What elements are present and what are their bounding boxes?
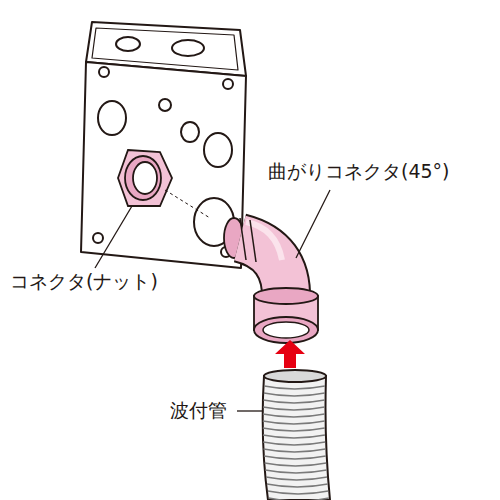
pipe-ridge: [265, 463, 327, 466]
knockout: [204, 133, 232, 167]
part-label: 波付管: [168, 399, 229, 422]
part-label: 曲がりコネクタ(45°): [266, 160, 452, 183]
sleeve-mouth: [254, 317, 318, 343]
pipe-ridge: [268, 491, 328, 494]
box-rim: [92, 28, 238, 70]
pipe-ridge: [263, 414, 325, 417]
pipe-ridge: [265, 470, 326, 473]
pipe-ridge: [263, 435, 325, 438]
pipe-ridges: [263, 386, 329, 500]
outlet-box: [81, 22, 246, 268]
pipe-ridge: [263, 400, 324, 403]
pipe-ridge: [263, 407, 324, 410]
leader-line: [296, 190, 330, 258]
part-label: コネクタ(ナット): [8, 270, 160, 293]
sleeve-top: [254, 288, 318, 304]
pipe-outline: [263, 376, 330, 500]
nut-edge: [250, 220, 256, 262]
pipe-ridge: [263, 428, 325, 431]
knockout: [159, 99, 171, 111]
knockout: [98, 101, 126, 135]
leader-lines: [95, 190, 330, 411]
nut-body: [118, 150, 172, 206]
bent-connector: [224, 218, 318, 343]
pipe-ridge: [263, 442, 325, 445]
pipe-ridge: [264, 456, 326, 459]
corrugated-pipe: [263, 370, 330, 500]
pipe-ridge: [264, 449, 326, 452]
box-front: [81, 62, 246, 268]
pipe-ridge: [269, 498, 329, 500]
nut-edge: [240, 218, 246, 260]
insert-arrow: [275, 340, 305, 368]
nut-ring: [125, 156, 161, 200]
screw: [93, 233, 103, 243]
pipe-ridge: [266, 477, 327, 480]
nut-hole: [133, 162, 157, 194]
axis-line: [165, 190, 210, 218]
screw: [223, 79, 233, 89]
leader-line: [237, 410, 262, 411]
pipe-ridge: [264, 386, 325, 389]
pipe-ridge: [267, 484, 328, 487]
leader-line: [95, 206, 132, 268]
pipe-ridge: [263, 421, 325, 424]
pipe-ridge: [264, 393, 325, 396]
knockout: [181, 122, 199, 142]
sleeve-opening: [263, 322, 309, 338]
connector-nut: [118, 150, 172, 206]
knockout: [172, 40, 204, 56]
screw: [99, 67, 109, 77]
pipe-end: [264, 370, 326, 382]
knockout: [116, 37, 140, 51]
